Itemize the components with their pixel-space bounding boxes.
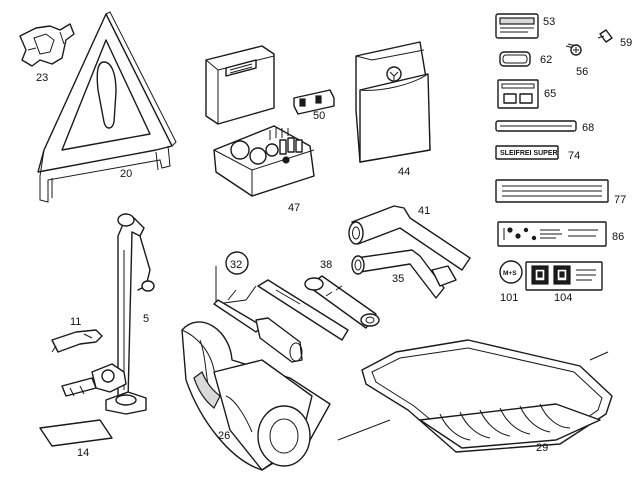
part-32-screwdriver-set: [213, 251, 349, 363]
callout-26: 26: [218, 430, 230, 442]
fuel-plate-text: SLEIFREI SUPER: [500, 150, 558, 157]
part-14-pad: [39, 419, 113, 447]
part-74-fuel-plate: [495, 145, 559, 160]
part-26-tool-roll: [181, 321, 331, 471]
part-11-clip: [51, 329, 103, 353]
callout-74: 74: [568, 150, 580, 162]
callout-5: 5: [143, 313, 149, 325]
callout-101: 101: [500, 292, 518, 304]
part-68-strip: [495, 120, 577, 132]
part-77-plate: [495, 179, 609, 203]
callout-65: 65: [544, 88, 556, 100]
callout-11: 11: [70, 316, 81, 328]
part-jack-handle: [61, 363, 127, 397]
part-86-plate: [497, 221, 607, 247]
part-38-socket: [304, 275, 380, 329]
callout-29: 29: [536, 442, 548, 454]
part-56-screw: [565, 43, 582, 56]
part-104-qr-labels: [525, 261, 603, 291]
callout-86: 86: [612, 231, 624, 243]
part-41-wheel-wrench: [348, 205, 471, 271]
callout-68: 68: [582, 122, 594, 134]
callout-14: 14: [77, 447, 89, 459]
callout-47: 47: [288, 202, 300, 214]
part-20-warning-triangle: [37, 11, 177, 203]
callout-41: 41: [418, 205, 430, 217]
part-101-badge: [499, 260, 523, 284]
part-65-label: [497, 79, 539, 109]
callout-104: 104: [554, 292, 572, 304]
part-35-wrench: [351, 249, 457, 299]
callout-50: 50: [313, 110, 325, 122]
part-50-connector: [293, 89, 335, 115]
part-59-clip: [597, 29, 613, 43]
part-62-plate: [499, 51, 531, 67]
callout-32: 32: [230, 259, 242, 271]
part-5-jack: [105, 213, 155, 415]
tire-badge-text: M+S: [503, 270, 517, 277]
callout-35: 35: [392, 273, 404, 285]
callout-59: 59: [620, 37, 632, 49]
callout-20: 20: [120, 168, 132, 180]
callout-77: 77: [614, 194, 626, 206]
callout-56: 56: [576, 66, 588, 78]
callout-23: 23: [36, 72, 48, 84]
part-44-pouch: [355, 41, 431, 163]
part-53-label: [495, 13, 539, 39]
part-29-floor-mat: [337, 339, 613, 453]
part-47-bulb-box: [205, 45, 315, 197]
callout-44: 44: [398, 166, 410, 178]
part-23-bracket: [19, 23, 75, 67]
callout-53: 53: [543, 16, 555, 28]
callout-62: 62: [540, 54, 552, 66]
callout-38: 38: [320, 259, 332, 271]
